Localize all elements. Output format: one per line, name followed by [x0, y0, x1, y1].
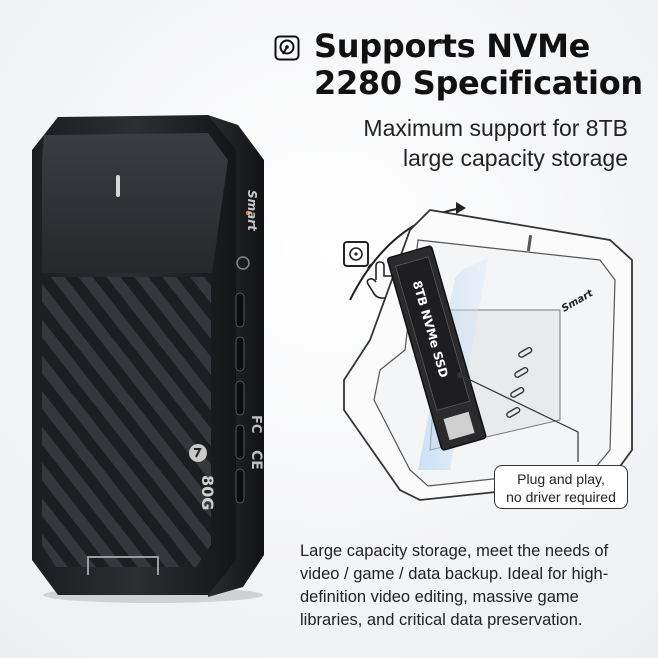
subhead-line-1: Maximum support for 8TB [363, 115, 628, 141]
callout-line-1: Plug and play, [517, 471, 605, 487]
open-enclosure-diagram: 8TB NVMe SSD Smart [343, 202, 633, 501]
enclosure-brand-text: Smart [245, 190, 259, 232]
page-title: Supports NVMe 2280 Specification [314, 28, 644, 102]
headline-line-1: Supports NVMe [314, 27, 591, 65]
enclosure-side-label: 80G [198, 475, 217, 510]
callout-line-2: no driver required [506, 489, 616, 505]
subheading: Maximum support for 8TB large capacity s… [288, 113, 628, 173]
fcc-mark: FC [248, 415, 263, 433]
subhead-line-2: large capacity storage [402, 145, 628, 171]
hard-drive-icon [274, 35, 300, 61]
ssd-enclosure-image: 80G Smart FC CE [32, 115, 264, 603]
ssd-icon [343, 241, 369, 267]
headline-line-2: 2280 Specification [314, 64, 643, 102]
description-text: Large capacity storage, meet the needs o… [300, 542, 609, 629]
plug-and-play-callout: Plug and play, no driver required [494, 465, 628, 509]
ce-mark: CE [248, 450, 264, 470]
